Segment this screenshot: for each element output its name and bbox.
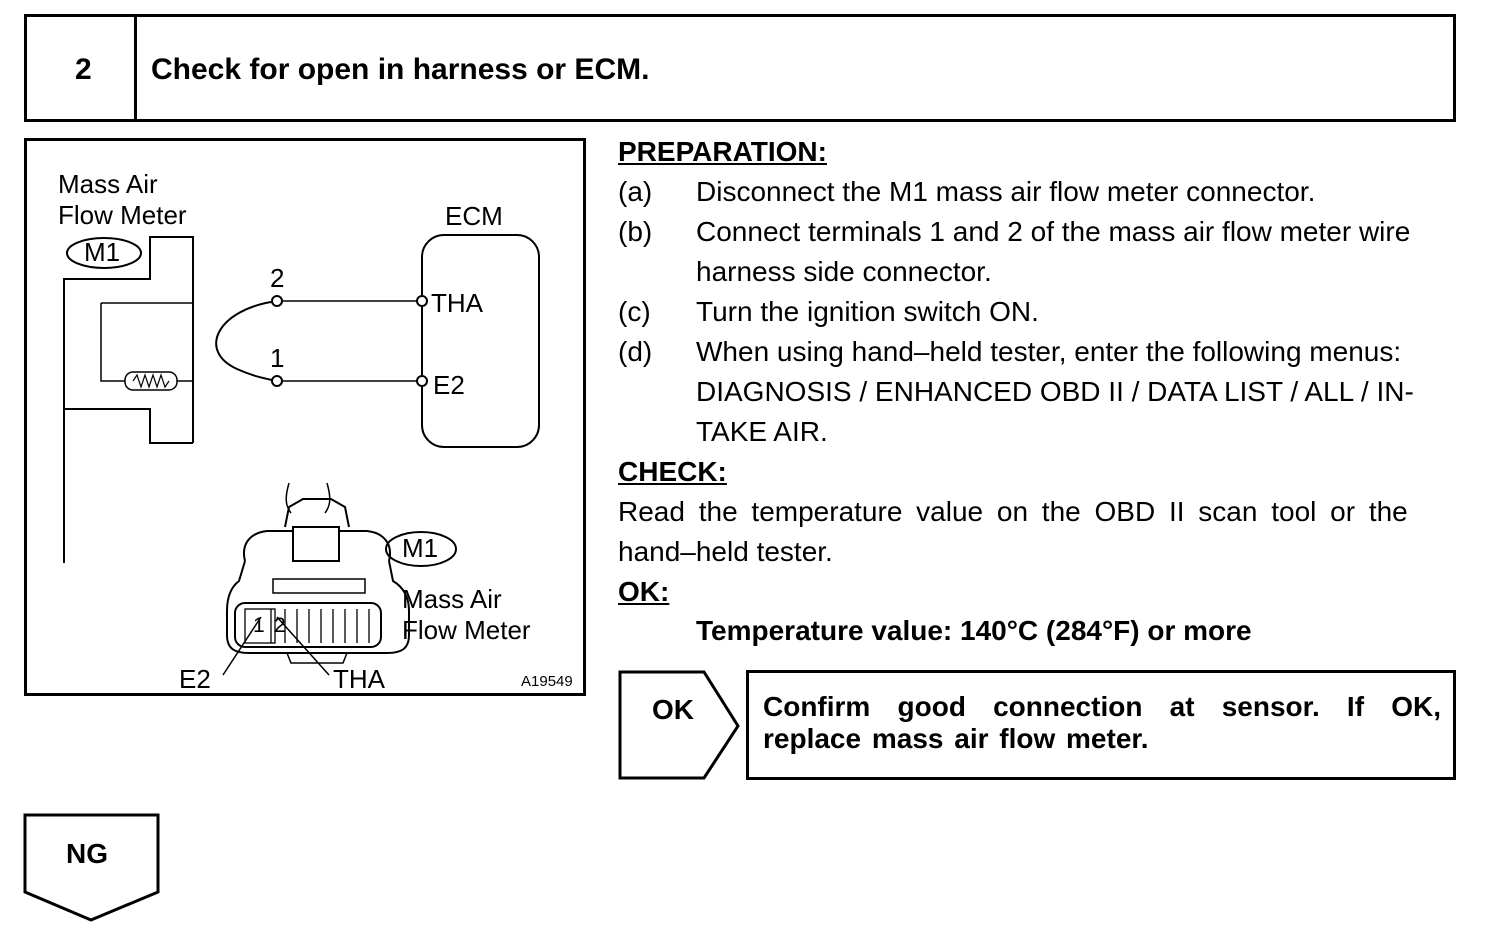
connector-badge-2: M1 <box>402 533 439 563</box>
connector-badge: M1 <box>84 237 121 267</box>
check-line1: Read the temperature value on the OBD II… <box>618 496 1408 527</box>
ecm-terminal-tha: THA <box>431 288 483 318</box>
pin-label-tha: THA <box>333 664 385 694</box>
wiring-diagram-graphic <box>63 234 540 676</box>
pin-label-e2: E2 <box>179 664 211 694</box>
ng-branch-arrow <box>23 813 160 922</box>
ok-branch-arrow <box>618 670 740 780</box>
step-d-line1: When using hand–held tester, enter the f… <box>696 336 1402 367</box>
step-title: Check for open in harness or ECM. <box>151 53 650 86</box>
step-number: 2 <box>75 53 92 86</box>
ok-action-box: Confirm good connection at sensor. If OK… <box>746 670 1456 780</box>
wire-pin-2: 2 <box>270 263 285 293</box>
connector-pin-2: 2 <box>274 614 286 637</box>
wiring-diagram: Mass Air Flow Meter M1 ECM 2 1 THA E2 M1… <box>24 138 586 696</box>
ok-branch-label: OK <box>652 694 694 725</box>
check-heading: CHECK: <box>618 456 727 487</box>
step-number-cell: 2 <box>24 14 137 122</box>
connector-label-line1: Mass Air <box>402 584 502 614</box>
preparation-heading: PREPARATION: <box>618 136 827 167</box>
step-a-line1: Disconnect the M1 mass air flow meter co… <box>696 176 1316 207</box>
step-d-line3: TAKE AIR. <box>696 416 828 447</box>
figure-id: A19549 <box>521 673 573 690</box>
step-marker-b: (b) <box>618 216 653 247</box>
step-b-line1: Connect terminals 1 and 2 of the mass ai… <box>696 216 1411 247</box>
step-marker-d: (d) <box>618 336 653 367</box>
connector-pin-1: 1 <box>253 614 265 637</box>
check-line2: hand–held tester. <box>618 536 833 567</box>
meter-label-line2: Flow Meter <box>58 200 187 230</box>
ng-branch-label: NG <box>66 838 108 869</box>
connector-label-line2: Flow Meter <box>402 615 531 645</box>
step-marker-c: (c) <box>618 296 651 327</box>
ok-heading: OK: <box>618 576 670 607</box>
ecm-label: ECM <box>445 201 503 231</box>
meter-label-line1: Mass Air <box>58 169 158 199</box>
wire-pin-1: 1 <box>270 343 285 373</box>
step-c-line1: Turn the ignition switch ON. <box>696 296 1039 327</box>
ok-action-text: Confirm good connection at sensor. If OK… <box>763 691 1441 754</box>
step-marker-a: (a) <box>618 176 653 207</box>
step-title-cell: Check for open in harness or ECM. <box>134 14 1456 122</box>
step-d-line2: DIAGNOSIS / ENHANCED OBD II / DATA LIST … <box>696 376 1414 407</box>
ok-spec: Temperature value: 140°C (284°F) or more <box>696 615 1252 646</box>
step-b-line2: harness side connector. <box>696 256 992 287</box>
ecm-terminal-e2: E2 <box>433 370 465 400</box>
